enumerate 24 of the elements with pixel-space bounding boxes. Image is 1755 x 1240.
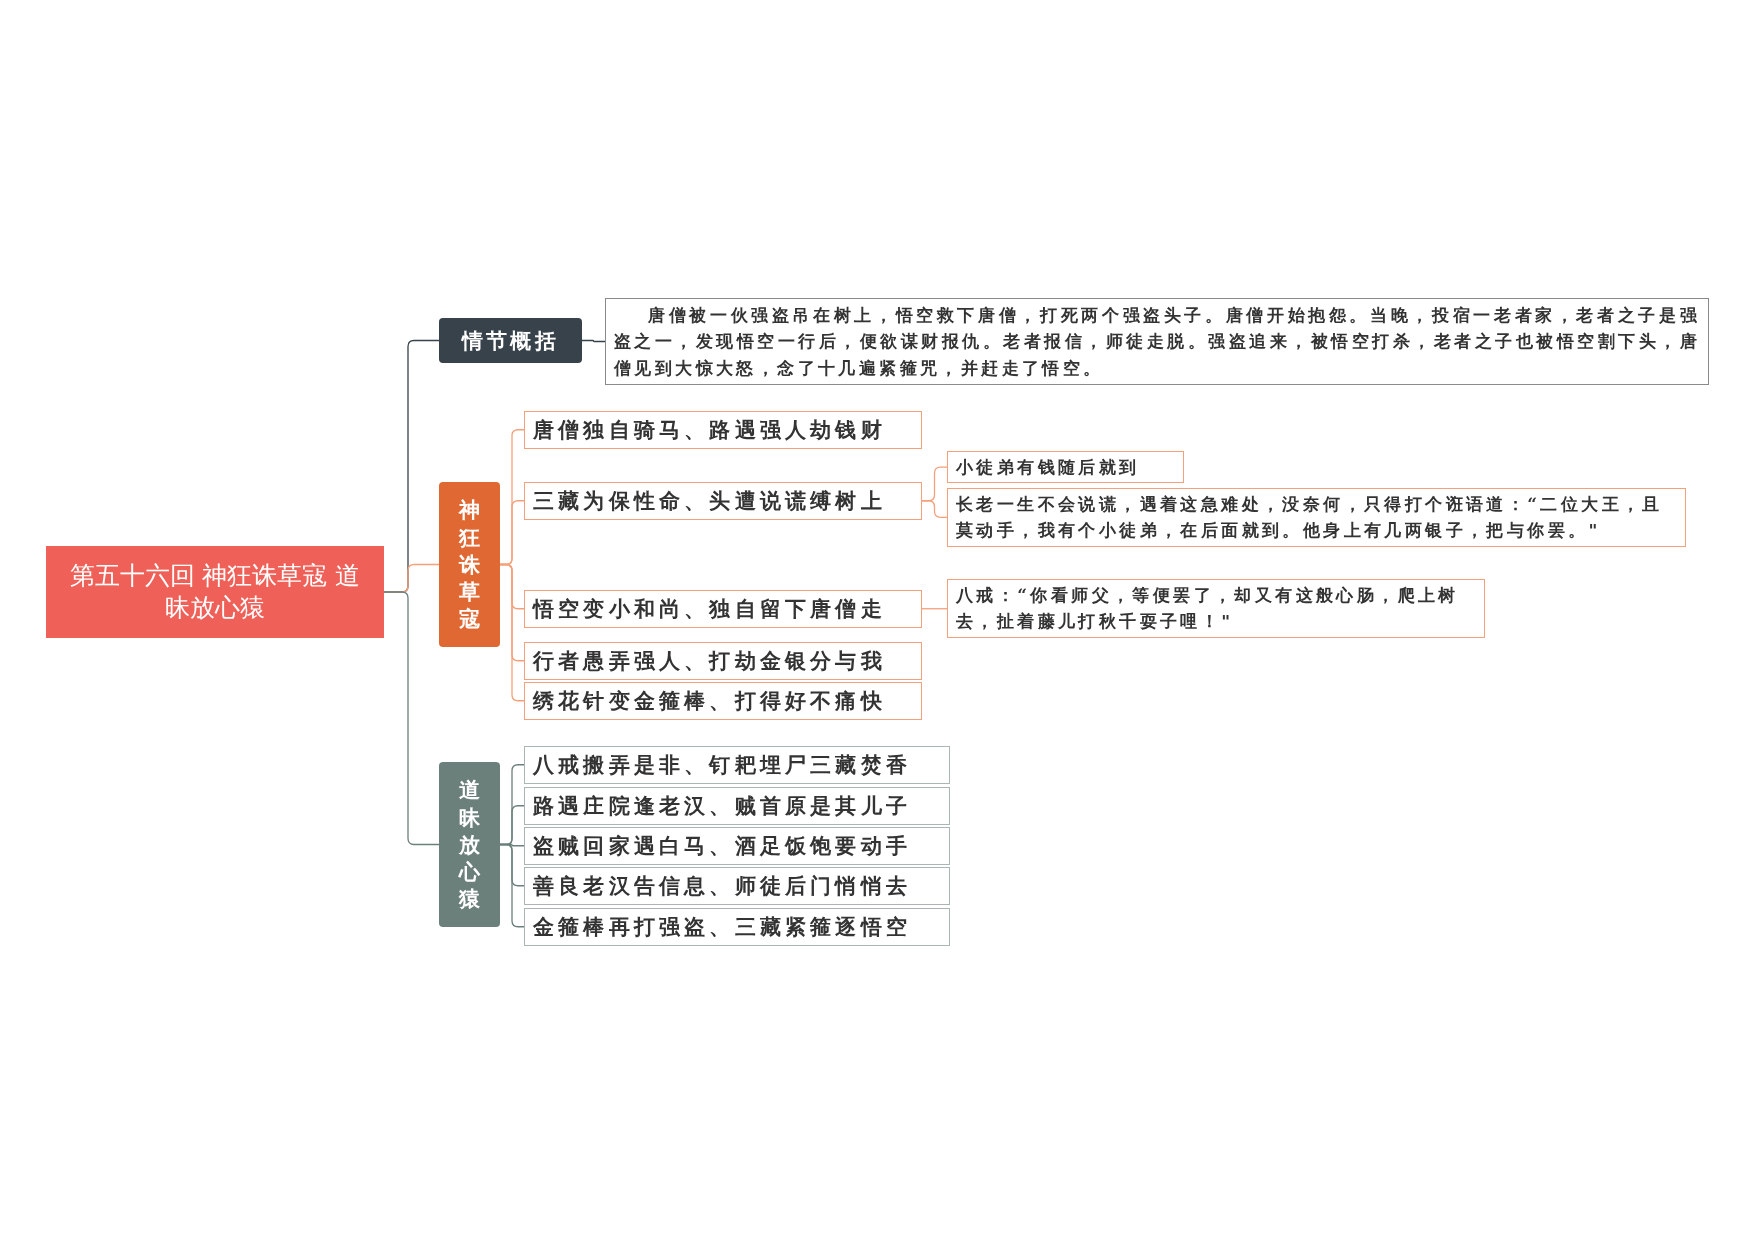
subtopic-box: 绣花针变金箍棒、打得好不痛快 bbox=[524, 682, 922, 720]
connector-line bbox=[499, 843, 525, 928]
detail-box: 八戒：“你看师父，等便罢了，却又有这般心肠，爬上树去，扯着藤儿打秋千耍子哩！" bbox=[947, 579, 1485, 638]
subtopic-box: 行者愚弄强人、打劫金银分与我 bbox=[524, 642, 922, 680]
connector-line bbox=[383, 591, 440, 846]
central-topic: 第五十六回 神狂诛草寇 道昧放心猿 bbox=[46, 546, 384, 638]
connector-line bbox=[499, 563, 525, 702]
connector-line bbox=[921, 608, 948, 610]
subtopic-box: 盗贼回家遇白马、酒足饭饱要动手 bbox=[524, 827, 950, 865]
detail-box: 长老一生不会说谎，遇着这急难处，没奈何，只得打个诳语道：“二位大王，且莫动手，我有个小徒弟，在后面就到。他身上有几两银子，把与你罢。" bbox=[947, 488, 1686, 547]
subtopic-box: 唐僧独自骑马、路遇强人劫钱财 bbox=[524, 411, 922, 449]
subtopic-box: 路遇庄院逢老汉、贼首原是其儿子 bbox=[524, 787, 950, 825]
subtopic-box: 悟空变小和尚、独自留下唐僧走 bbox=[524, 590, 922, 628]
branch-topic: 神狂诛草寇 bbox=[439, 482, 500, 647]
connector-line bbox=[921, 500, 948, 518]
connector-line bbox=[581, 339, 606, 343]
branch-topic: 道昧放心猿 bbox=[439, 762, 500, 927]
branch-topic: 情节概括 bbox=[439, 318, 582, 363]
detail-box: 小徒弟有钱随后就到 bbox=[947, 451, 1184, 484]
subtopic-box: 三藏为保性命、头遭说谎缚树上 bbox=[524, 482, 922, 520]
subtopic-box: 八戒搬弄是非、钉耙埋尸三藏焚香 bbox=[524, 746, 950, 784]
summary-box: 唐僧被一伙强盗吊在树上，悟空救下唐僧，打死两个强盗头子。唐僧开始抱怨。当晚，投宿一老者家，老者之子是强盗之一，发现悟空一行后，便欲谋财报仇。老者报信，师徒走脱。强盗追来，被悟空打杀，老者之子也被悟空割下头，唐僧见到大惊大怒，念了十几遍紧箍咒，并赶走了悟空。 bbox=[605, 298, 1709, 386]
subtopic-box: 善良老汉告信息、师徒后门悄悄去 bbox=[524, 867, 950, 905]
subtopic-box: 金箍棒再打强盗、三藏紧箍逐悟空 bbox=[524, 908, 950, 946]
